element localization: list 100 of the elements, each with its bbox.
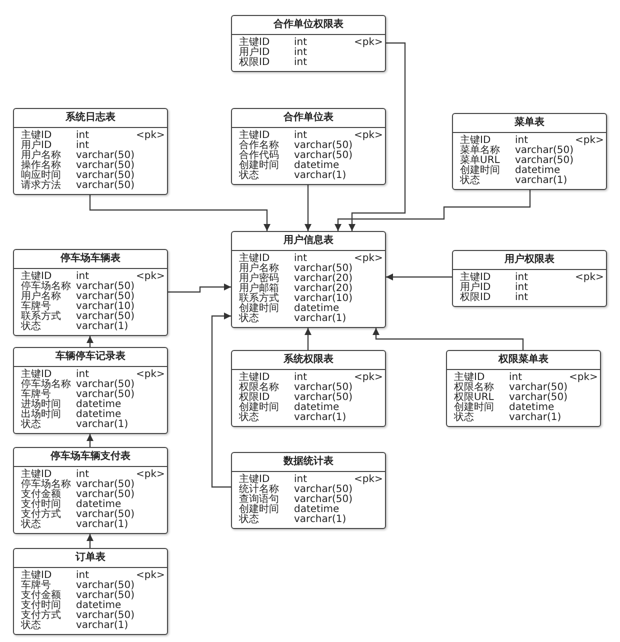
field-type: varchar(50) [509, 383, 568, 393]
field-type: datetime [294, 403, 340, 413]
field-name: 主键ID [21, 370, 52, 380]
field-name: 主键ID [239, 475, 270, 485]
field-name: 支付时间 [21, 601, 61, 611]
table-title: 用户信息表 [232, 232, 385, 251]
field-type: varchar(50) [294, 383, 353, 393]
field-name: 权限名称 [454, 383, 494, 393]
field-type: datetime [76, 400, 122, 410]
key-marker: <pk> [354, 373, 383, 383]
field-type: int [294, 254, 308, 264]
field-name: 查询语句 [239, 495, 279, 505]
table-box [452, 250, 607, 307]
arrow [89, 195, 270, 231]
field-type: varchar(1) [294, 515, 346, 525]
table-title: 车辆停车记录表 [14, 348, 167, 367]
table-box [231, 108, 386, 185]
field-type: varchar(20) [294, 284, 353, 294]
field-type: varchar(1) [76, 420, 128, 430]
arrow [348, 42, 406, 231]
table-title: 数据统计表 [232, 453, 385, 472]
field-name: 响应时间 [21, 171, 61, 181]
table-box [446, 350, 601, 427]
field-name: 支付金额 [21, 591, 61, 601]
table-title: 用户权限表 [453, 251, 606, 270]
field-name: 停车场名称 [21, 282, 71, 292]
field-type: int [294, 373, 308, 383]
field-type: varchar(50) [76, 611, 135, 621]
field-name: 权限ID [239, 58, 270, 68]
field-type: datetime [294, 161, 340, 171]
table-box [13, 347, 168, 434]
arrow [86, 534, 94, 548]
field-type: varchar(50) [76, 282, 135, 292]
field-type: varchar(10) [76, 302, 135, 312]
field-name: 主键ID [21, 470, 52, 480]
arrow [304, 185, 312, 231]
field-name: 菜单URL [460, 156, 500, 166]
field-name: 主键ID [21, 571, 52, 581]
field-name: 状态 [239, 314, 259, 324]
field-name: 用户ID [239, 48, 270, 58]
table-title: 菜单表 [453, 114, 606, 133]
field-type: varchar(50) [509, 393, 568, 403]
field-type: datetime [294, 304, 340, 314]
field-type: datetime [509, 403, 554, 413]
field-name: 支付方式 [21, 510, 61, 520]
field-type: varchar(50) [76, 480, 135, 490]
key-marker: <pk> [354, 38, 383, 48]
field-type: varchar(1) [76, 520, 128, 530]
field-name: 用户名称 [21, 151, 61, 161]
arrow [86, 336, 94, 347]
field-type: int [76, 370, 90, 380]
key-marker: <pk> [354, 475, 383, 485]
field-type: int [76, 571, 90, 581]
field-type: datetime [76, 601, 122, 611]
table-box [231, 231, 386, 328]
field-type: varchar(10) [294, 294, 353, 304]
field-name: 合作名称 [239, 141, 279, 151]
field-type: int [294, 475, 308, 485]
field-name: 主键ID [239, 254, 270, 264]
field-name: 创建时间 [239, 161, 279, 171]
field-type: varchar(50) [76, 181, 135, 191]
table-title: 合作单位表 [232, 109, 385, 128]
key-marker: <pk> [354, 131, 383, 141]
arrow [86, 434, 94, 447]
field-name: 出场时间 [21, 410, 61, 420]
table-box [13, 447, 168, 534]
field-type: int [294, 38, 308, 48]
field-name: 主键ID [454, 373, 485, 383]
table-title: 权限菜单表 [447, 351, 600, 370]
field-type: int [294, 131, 308, 141]
field-type: varchar(50) [76, 151, 135, 161]
field-name: 进场时间 [21, 400, 61, 410]
field-name: 用户ID [460, 283, 491, 293]
field-type: varchar(50) [515, 156, 574, 166]
field-name: 状态 [454, 413, 474, 423]
field-type: datetime [76, 500, 122, 510]
field-type: datetime [515, 166, 560, 176]
field-type: datetime [76, 410, 122, 420]
key-marker: <pk> [136, 272, 165, 282]
field-name: 停车场名称 [21, 380, 71, 390]
field-type: varchar(50) [294, 264, 353, 274]
field-name: 主键ID [460, 273, 491, 283]
field-name: 请求方法 [21, 181, 61, 191]
field-name: 主键ID [239, 373, 270, 383]
field-type: varchar(50) [294, 495, 353, 505]
field-name: 创建时间 [239, 304, 279, 314]
field-type: varchar(50) [76, 591, 135, 601]
key-marker: <pk> [569, 373, 598, 383]
field-type: varchar(1) [76, 621, 128, 631]
field-name: 状态 [21, 621, 41, 631]
key-marker: <pk> [354, 254, 383, 264]
field-name: 主键ID [239, 38, 270, 48]
field-type: int [76, 131, 90, 141]
field-type: int [515, 283, 528, 293]
field-name: 停车场名称 [21, 480, 71, 490]
field-type: varchar(50) [76, 161, 135, 171]
field-type: varchar(1) [509, 413, 562, 423]
field-type: varchar(50) [76, 380, 135, 390]
field-type: varchar(50) [294, 485, 353, 495]
field-name: 状态 [239, 171, 259, 181]
